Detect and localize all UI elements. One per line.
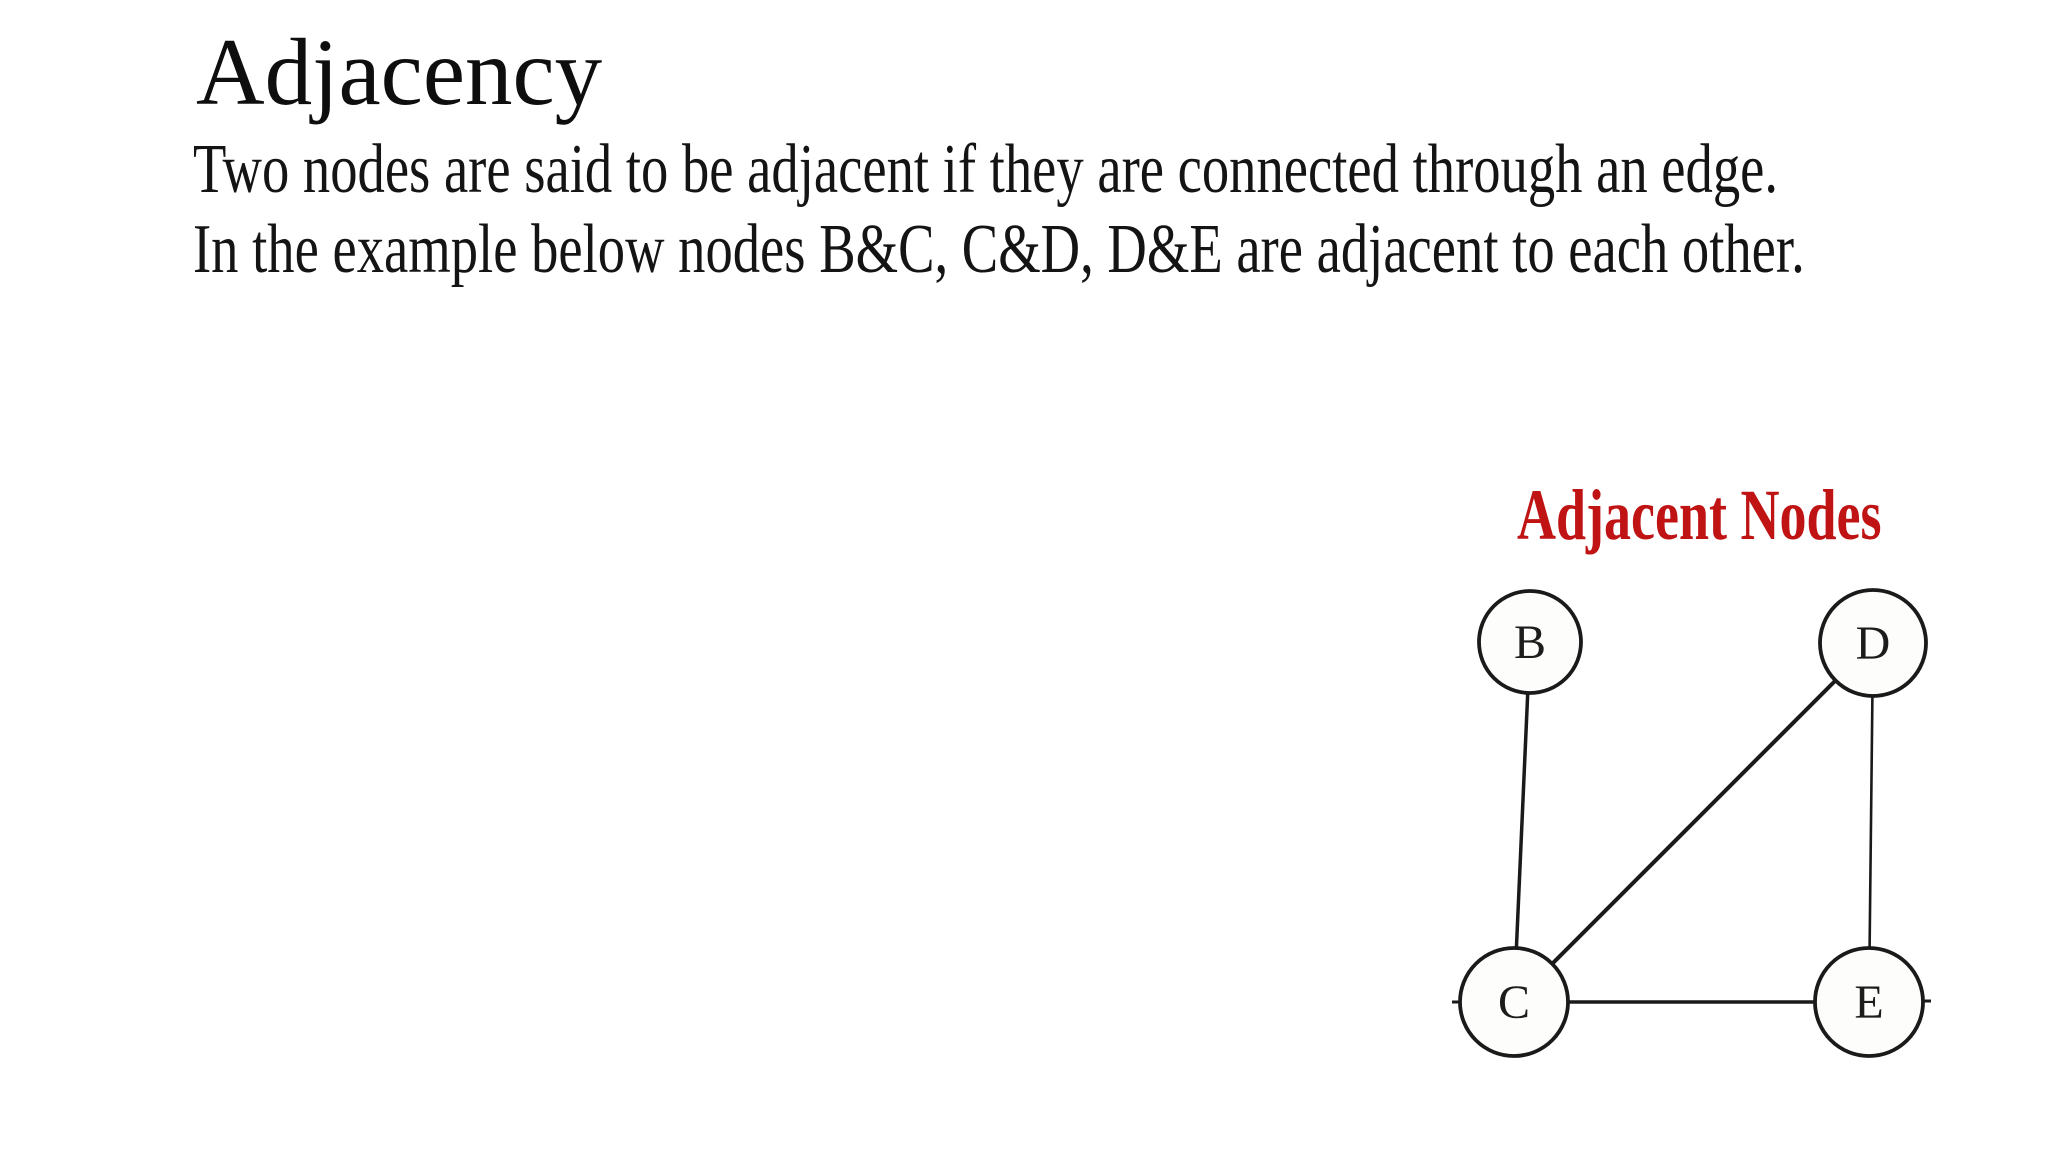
graph-node-label-E: E: [1854, 976, 1883, 1029]
graph-edge-D-E: [1867, 642, 1875, 1003]
graph-node-B: [1477, 589, 1583, 695]
graph-node-label-C: C: [1498, 976, 1530, 1029]
graph-node-D: [1818, 588, 1928, 698]
graph-edge-C-D: [1512, 641, 1875, 1004]
graph-node-E: [1813, 946, 1925, 1058]
figure-caption: Adjacent Nodes: [1517, 475, 1882, 555]
graph-node-C: [1458, 946, 1570, 1058]
body-text: Two nodes are said to be adjacent if the…: [193, 130, 1805, 290]
body-line-1: Two nodes are said to be adjacent if the…: [193, 131, 1779, 208]
graph-node-label-B: B: [1514, 616, 1546, 669]
body-line-2: In the example below nodes B&C, C&D, D&E…: [193, 211, 1805, 288]
graph-edge-B-C: [1512, 641, 1532, 1003]
page-title: Adjacency: [196, 19, 603, 125]
graph-node-label-D: D: [1856, 617, 1891, 670]
adjacency-graph-figure: B D C E: [1452, 588, 1931, 1058]
